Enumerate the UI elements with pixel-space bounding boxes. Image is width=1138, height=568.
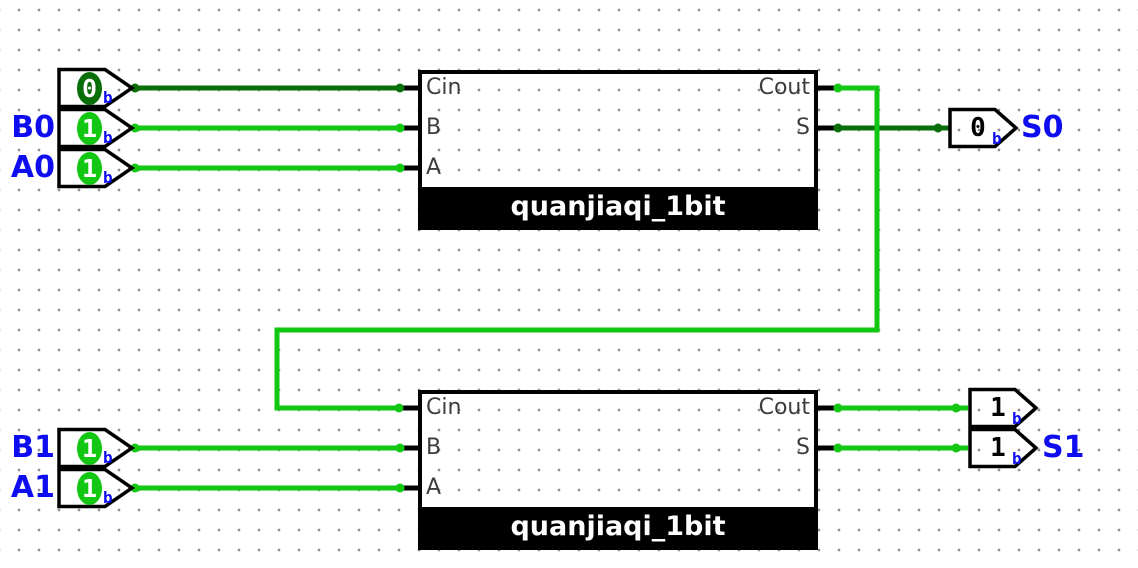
output-pin-s1[interactable] [968, 427, 1039, 469]
component-title-bar: quanjiaqi_1bit [421, 507, 815, 547]
port-label-a: A [426, 475, 442, 500]
input-pin-label-a0: A0 [10, 150, 55, 185]
input-value-badge-b0[interactable]: 1 [77, 111, 102, 145]
radix-subscript: b [103, 488, 113, 507]
port-label-s: S [796, 435, 810, 460]
input-value-badge-b1[interactable]: 1 [77, 431, 102, 465]
input-value-badge-a1[interactable]: 1 [77, 471, 102, 505]
port-label-cin: Cin [426, 75, 462, 100]
input-pin-a1[interactable] [57, 467, 136, 509]
component-title: quanjiaqi_1bit [510, 191, 726, 222]
radix-subscript: b [992, 129, 1002, 148]
radix-subscript: b [103, 448, 113, 467]
output-pin-label-s1: S1 [1042, 430, 1085, 465]
radix-subscript: b [1012, 409, 1022, 428]
connection-dots-high [130, 83, 961, 493]
port-label-a: A [426, 155, 442, 180]
output-value-cout1: 1 [990, 393, 1006, 423]
port-label-cin: Cin [426, 395, 462, 420]
radix-subscript: b [103, 168, 113, 187]
input-pin-b0[interactable] [57, 107, 136, 149]
output-pin-s0[interactable] [948, 107, 1019, 149]
connection-dots-low [130, 83, 943, 133]
radix-subscript: b [103, 128, 113, 147]
port-label-cout: Cout [758, 395, 810, 420]
input-pin-a0[interactable] [57, 147, 136, 189]
wire-cout0-to-cin1-high[interactable] [274, 85, 880, 411]
radix-subscript: b [1012, 449, 1022, 468]
port-label-s: S [796, 115, 810, 140]
port-label-cout: Cout [758, 75, 810, 100]
component-title: quanjiaqi_1bit [510, 511, 726, 542]
port-label-b: B [426, 115, 442, 140]
radix-subscript: b [103, 88, 113, 107]
input-pin-label-b0: B0 [11, 110, 55, 145]
port-label-b: B [426, 435, 442, 460]
input-value-badge-cin0[interactable]: 0 [77, 71, 102, 105]
input-value-badge-a0[interactable]: 1 [77, 151, 102, 185]
output-value-s1: 1 [990, 433, 1006, 463]
input-pin-cin0[interactable] [57, 67, 136, 109]
output-value-s0: 0 [970, 113, 986, 143]
component-adder-1[interactable]: quanjiaqi_1bit [418, 390, 818, 550]
input-pin-label-b1: B1 [11, 430, 55, 465]
output-pin-cout1[interactable] [968, 387, 1039, 429]
component-adder-0[interactable]: quanjiaqi_1bit [418, 70, 818, 230]
component-title-bar: quanjiaqi_1bit [421, 187, 815, 227]
input-pin-label-a1: A1 [10, 470, 55, 505]
output-pin-label-s0: S0 [1021, 110, 1064, 145]
input-pin-b1[interactable] [57, 427, 136, 469]
